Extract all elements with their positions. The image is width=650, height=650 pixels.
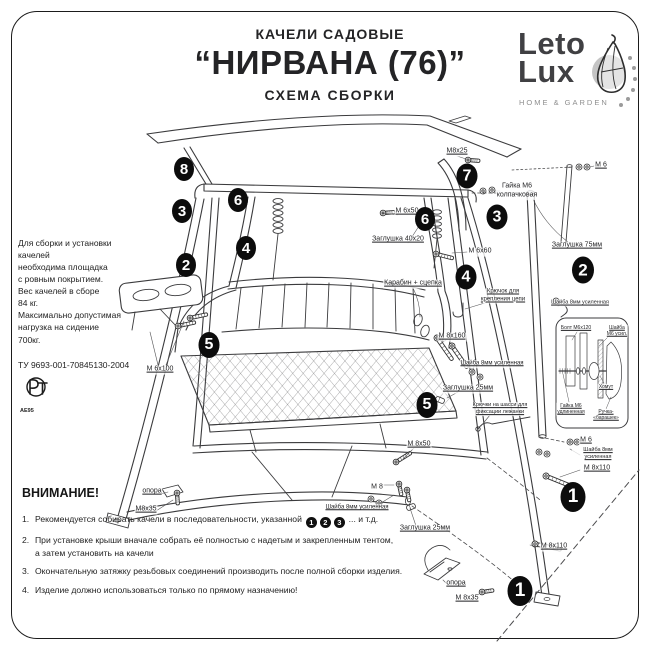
logo-word2: Lux (518, 53, 575, 89)
rostest-mark (26, 377, 48, 397)
attention-item: 2. При установке крыши вначале собрать её… (22, 534, 462, 559)
top-bar (194, 183, 477, 203)
attention-item-number: 4. (22, 584, 30, 595)
alignment-dashes (411, 166, 640, 642)
step-badge-4: 4 (236, 236, 256, 260)
step-badge-1: 1 (560, 482, 586, 512)
info-line: 700кг. (18, 334, 41, 345)
attention-item-text: При установке крыши вначале собрать её п… (35, 535, 394, 558)
title-block: КАЧЕЛИ САДОВЫЕ “НИРВАНА (76)” СХЕМА СБОР… (150, 26, 510, 103)
info-line: необходима площадка (18, 262, 108, 273)
certification: АЕ95 (18, 385, 144, 416)
step-badge-6: 6 (415, 207, 435, 231)
info-line: 84 кг. (18, 298, 38, 309)
brand-logo: Leto Lux HOME & GARDEN (518, 26, 638, 114)
attention-item-text: Рекомендуется собирать качели в последов… (35, 514, 379, 529)
attention-item: 4. Изделие должно использоваться только п… (22, 584, 462, 596)
left-frame (105, 197, 220, 529)
attention-item-number: 2. (22, 535, 30, 546)
step-badge-3: 3 (172, 199, 192, 223)
inline-step-badge: 2 (319, 517, 331, 529)
attention-item: 3. Окончательную затяжку резьбовых соедин… (22, 565, 462, 577)
attention-item-number: 1. (22, 514, 30, 524)
support-brackets (161, 484, 461, 581)
logo-word1: Leto (518, 26, 586, 61)
info-line: с ровным покрытием. (18, 274, 104, 285)
attention-item: 1. Рекомендуется собирать качели в послед… (22, 513, 462, 529)
exploded-leg (526, 164, 573, 439)
logo-tagline: HOME & GARDEN (519, 98, 609, 107)
page-title: “НИРВАНА (76)” (194, 44, 466, 81)
attention-items: 1. Рекомендуется собирать качели в послед… (22, 513, 462, 596)
attention-block: ВНИМАНИЕ! 1. Рекомендуется собирать качел… (22, 486, 462, 602)
step-badge-7: 7 (456, 163, 478, 189)
inline-step-badge: 3 (333, 517, 345, 529)
step-badge-6: 6 (228, 188, 248, 212)
step-badge-5: 5 (198, 332, 220, 358)
attention-item-text: Окончательную затяжку резьбовых соединен… (35, 566, 403, 577)
inline-step-badge: 1 (305, 517, 317, 529)
step-badge-1: 1 (507, 576, 533, 606)
hanging-chair-icon (592, 34, 637, 107)
logo-wordmark: Leto Lux (518, 26, 638, 89)
step-badge-2: 2 (572, 256, 594, 284)
page-subtitle: СХЕМА СБОРКИ (264, 87, 396, 103)
attention-item-text: Изделие должно использоваться только по … (35, 584, 298, 595)
page-border (11, 11, 639, 639)
step-badge-3: 3 (486, 204, 508, 230)
attention-heading: ВНИМАНИЕ! (22, 486, 99, 500)
base-rails (126, 442, 488, 521)
roof (146, 114, 522, 232)
info-line: нагрузка на сидение (18, 322, 99, 333)
tu-number: ТУ 9693-001-70845130-2004 (18, 359, 130, 370)
info-line: Вес качелей в сборе (18, 286, 100, 297)
cup-table (118, 274, 204, 331)
product-category: КАЧЕЛИ САДОВЫЕ (255, 26, 405, 42)
step-badge-2: 2 (176, 253, 196, 277)
step-badge-5: 5 (416, 392, 438, 418)
bench-seat (174, 276, 458, 453)
step-badge-4: 4 (455, 264, 477, 290)
step-badge-8: 8 (174, 157, 194, 181)
cert-code: АЕ95 (20, 407, 34, 414)
attention-item-number: 3. (22, 566, 30, 577)
info-line: Максимально допустимая (18, 310, 121, 321)
info-line: Для сборки и установки качелей (18, 238, 112, 261)
hooks-and-links (413, 302, 568, 432)
